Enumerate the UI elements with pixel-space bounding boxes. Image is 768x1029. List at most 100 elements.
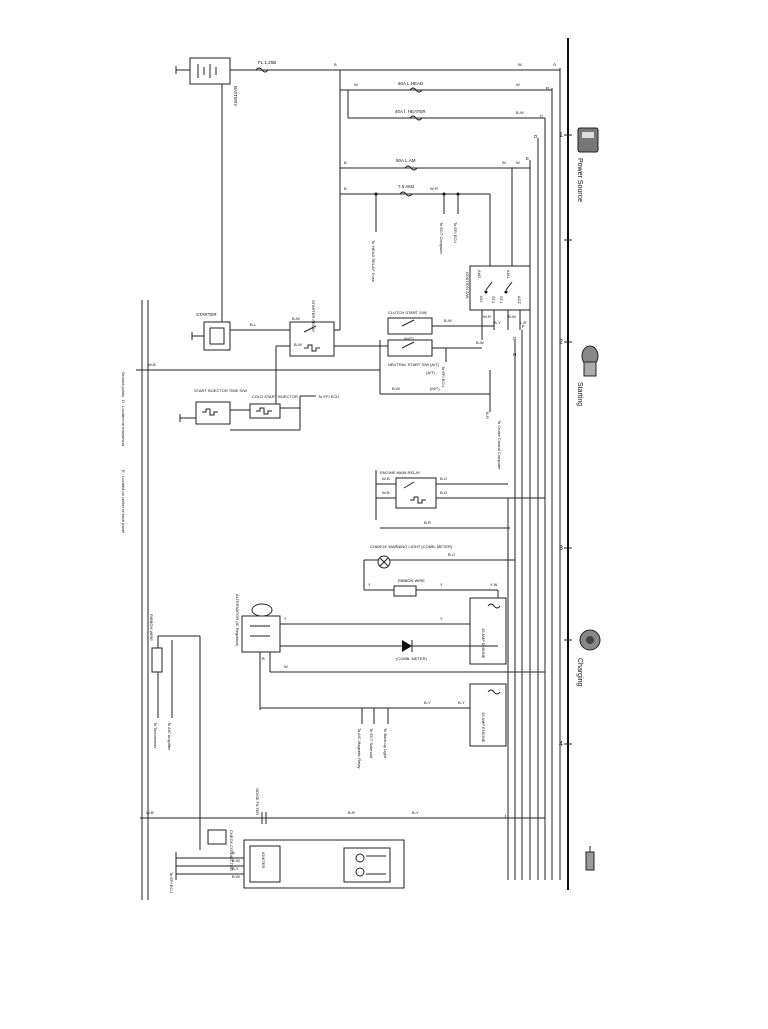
- ig-wire-lr: L-R: [520, 320, 527, 325]
- alternator-label: ALTERNATOR (IC Regulator): [235, 594, 240, 647]
- ig-wire-by: B-Y: [494, 320, 501, 325]
- section-number-2: 2: [559, 339, 563, 346]
- wire-color-y-4: Y: [440, 616, 443, 621]
- ribbon-wire-left-label: RIBBON WIRE: [149, 614, 154, 641]
- check-connector: [207, 829, 227, 845]
- wire-color-bw-5: B-W: [476, 340, 484, 345]
- bus-label-e: E: [526, 156, 529, 161]
- note-ground-points: Ground points: [121, 372, 126, 397]
- wire-color-at: (A/T): [426, 370, 436, 375]
- power-source-icon: [577, 127, 599, 153]
- wire-color-yw: Y-W: [490, 582, 498, 587]
- ig-wire-wr: W-R: [483, 314, 491, 319]
- fuse-head-label: 60A L.HEAD: [398, 81, 424, 86]
- comb-meter-label: (COMB. METER): [396, 656, 428, 661]
- fuse-am1-label: 50A L.AM: [396, 158, 416, 163]
- ig-terminal-st1: ST1: [499, 296, 504, 304]
- ignition-switch[interactable]: [469, 265, 531, 311]
- dest-efi-ecu-lower: To EFI ECU: [318, 394, 339, 399]
- dest-efi-ecu-top: To EFI ECU: [453, 222, 458, 243]
- wire-color-bw-2: B-W: [292, 316, 300, 321]
- dest-ac-relay: To A/C Magnetic Relay: [357, 728, 362, 768]
- wire-color-wb-2: W-B: [382, 476, 390, 481]
- section-tick-2: 2: [559, 339, 572, 346]
- engine-main-relay-label: ENGINE MAIN RELAY: [380, 470, 421, 475]
- battery-label: BATTERY: [233, 86, 238, 106]
- wire-color-bw-1: B-W: [516, 110, 524, 115]
- section-title-starting: Starting: [576, 382, 583, 406]
- wire-color-b-1: B: [334, 62, 337, 67]
- wire-color-b-3: B: [344, 186, 347, 191]
- dest-head-relay: To 'HEAD RELAY' Fuse: [371, 240, 376, 283]
- fuse-fl-label: FL 1.25B: [258, 60, 276, 65]
- bus-label-d: D: [534, 134, 538, 139]
- engine-main-relay: [395, 477, 437, 509]
- cold-start-injector-label: COLD START INJECTOR: [252, 394, 298, 399]
- ig-terminal-st2: ST2: [491, 296, 496, 304]
- wire-color-by-1: B-Y: [424, 700, 431, 705]
- igniter: [243, 839, 405, 889]
- wire-color-y-2: Y: [440, 582, 443, 587]
- starter-motor: [191, 321, 231, 351]
- battery: [175, 57, 231, 85]
- wire-color-wb-3: W-B: [382, 490, 390, 495]
- bus-label-j: J: [504, 814, 506, 819]
- wire-color-w-1: W: [518, 62, 522, 67]
- wire-color-w-4: W: [502, 160, 506, 165]
- bus-label-b: B: [546, 86, 549, 91]
- bus-label-g: G: [513, 336, 517, 341]
- clutch-start-switch: [387, 317, 433, 335]
- charge-warning-lamp: [377, 555, 391, 569]
- alternator: [241, 603, 281, 653]
- starter-relay: [289, 321, 335, 357]
- ig-wire-bw: B-W: [508, 314, 516, 319]
- bus-label-a: A: [553, 62, 556, 67]
- starter-motor-icon: [581, 345, 599, 377]
- vertical-bus-lines: [507, 68, 561, 880]
- wire-color-w-5: W: [516, 160, 520, 165]
- check-connector-label: CHECK CONNECTOR: [229, 830, 234, 871]
- ribbon-wire: [393, 585, 417, 597]
- cold-start-injector: [249, 403, 281, 419]
- neutral-start-switch: [387, 339, 433, 357]
- fuse-am2-label: 7.5 AM2: [398, 184, 415, 189]
- amp-engine-fuse-box-1: [469, 597, 507, 665]
- dest-back-up-light: To Back-up Light: [383, 728, 388, 759]
- wire-color-y-3: Y: [284, 616, 287, 621]
- wire-color-bw-8: B-W: [232, 874, 240, 879]
- section-number-1: 1: [559, 132, 563, 139]
- note-instrument: D : Located on Instrument: [121, 400, 126, 447]
- section-tick-4: 4: [559, 741, 572, 748]
- wire-color-mt-2: (M/T): [430, 386, 440, 391]
- dest-ecu-computer: To ECT Computer: [439, 222, 444, 255]
- wire-color-b-5: B: [232, 850, 235, 855]
- wire-color-bo-2: B-O: [440, 490, 447, 495]
- section-number-4: 4: [559, 741, 563, 748]
- fusible-link-fl: [255, 67, 269, 73]
- section-tick-3: 3: [559, 545, 572, 552]
- section-title-charging: Charging: [576, 658, 583, 687]
- wire-color-by-3: B-Y: [412, 810, 419, 815]
- ribbon-wire-left: [151, 647, 163, 673]
- ig-terminal-acc: ACC: [517, 296, 522, 305]
- amp-engine-1-label: 15 AMP ENGINE: [481, 628, 486, 659]
- wire-color-w-3: W: [516, 82, 520, 87]
- clutch-start-sw-label: CLUTCH START S/W: [388, 310, 427, 315]
- starter-label: STARTER: [196, 312, 217, 317]
- wire-color-by-4: B-Y: [232, 866, 239, 871]
- wire-color-br-1: B-R: [485, 412, 490, 419]
- neutral-start-sw-label: NEUTRAL START S/W (A/T): [388, 362, 440, 367]
- comb-meter-diode: [402, 640, 413, 652]
- wire-color-y-1: Y: [368, 582, 371, 587]
- spark-plug-icon: [585, 846, 595, 871]
- wire-color-b-2: B: [344, 160, 347, 165]
- wire-color-bw-3: B-W: [294, 342, 302, 347]
- start-injector-time-switch: [179, 401, 231, 425]
- charge-warning-light-label: CHARGE WARNING LIGHT (COMB. METER): [370, 544, 453, 549]
- bus-label-c: C: [540, 114, 544, 119]
- wire-color-b-4: B: [262, 656, 265, 661]
- note-back-panel: E : Located on center of back panel: [121, 470, 126, 533]
- wire-color-bw-7: B-W: [232, 858, 240, 863]
- wire-color-br-3: B-R: [348, 810, 355, 815]
